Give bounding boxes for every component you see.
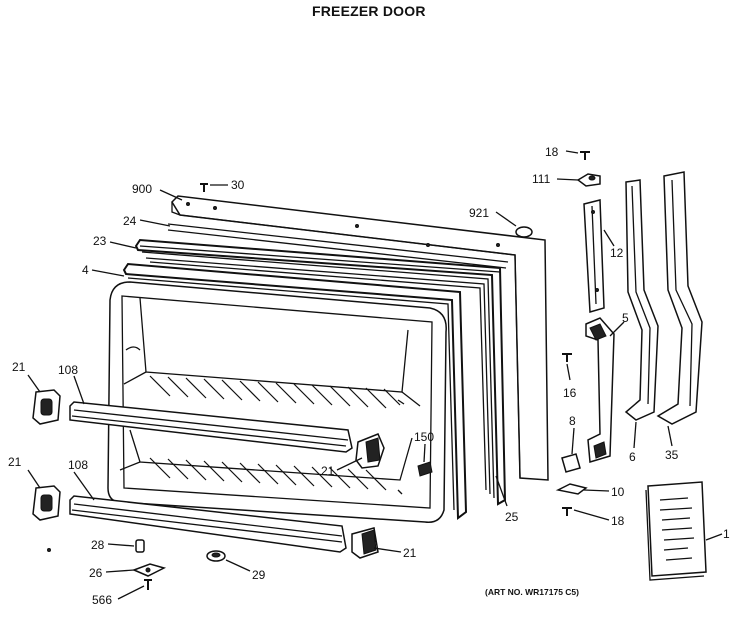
art-number: (ART NO. WR17175 C5) <box>485 587 579 597</box>
handle-35 <box>656 171 703 425</box>
screw-18-top <box>580 151 590 160</box>
callout-10: 10 <box>611 485 625 499</box>
callout-16: 16 <box>563 386 577 400</box>
callout-566: 566 <box>92 593 112 607</box>
callout-30: 30 <box>231 178 245 192</box>
hinge-pin-8 <box>561 453 581 473</box>
instruction-booklet-1 <box>645 481 707 581</box>
leader-lines <box>27 150 723 600</box>
hinge-pin-10 <box>555 483 588 495</box>
callout-1: 1 <box>723 527 730 541</box>
diagram-title: FREEZER DOOR <box>312 3 426 19</box>
door-gasket <box>134 238 507 506</box>
inner-door-frame <box>122 262 468 520</box>
callout-21-mid: 21 <box>321 464 335 478</box>
callout-150: 150 <box>414 430 434 444</box>
callout-108-upper: 108 <box>58 363 78 377</box>
callout-29: 29 <box>252 568 266 582</box>
end-cap-left-lower <box>32 485 61 521</box>
screw-18-bottom <box>562 507 572 516</box>
callout-21-right: 21 <box>403 546 417 560</box>
callout-18-top: 18 <box>545 145 559 159</box>
callout-108-lower: 108 <box>68 458 88 472</box>
callout-23: 23 <box>93 234 107 248</box>
upper-shelf-bar <box>69 401 353 453</box>
callout-8: 8 <box>569 414 576 428</box>
callout-21-left-lower: 21 <box>8 455 22 469</box>
bracket-26 <box>131 563 167 577</box>
end-cap-left-upper <box>32 389 61 425</box>
hinge-cover-111 <box>576 173 601 187</box>
callout-18-bottom: 18 <box>611 514 625 528</box>
grommet-29 <box>206 550 226 562</box>
screw-16 <box>562 353 572 362</box>
callout-5: 5 <box>622 311 629 325</box>
callout-labels: 30 900 24 23 4 921 18 111 12 5 16 8 10 1… <box>8 145 730 607</box>
lower-shelf-bar <box>69 495 347 553</box>
callout-24: 24 <box>123 214 137 228</box>
screw-566 <box>144 579 152 590</box>
callout-25: 25 <box>505 510 519 524</box>
cap-28 <box>135 539 145 553</box>
hinge-plate-12 <box>583 199 605 313</box>
callout-4: 4 <box>82 263 89 277</box>
callout-28: 28 <box>91 538 105 552</box>
handle-6 <box>624 179 659 421</box>
end-cap-right-lower <box>351 527 379 559</box>
callout-12: 12 <box>610 246 624 260</box>
callout-111: 111 <box>532 172 551 186</box>
callout-26: 26 <box>89 566 103 580</box>
foam-strip <box>167 223 509 269</box>
hinge-bracket-5 <box>585 317 615 463</box>
retainer-150 <box>417 461 433 477</box>
callout-35: 35 <box>665 448 679 462</box>
plug-921 <box>515 226 533 238</box>
outer-door-panel <box>171 195 549 481</box>
callout-900: 900 <box>132 182 152 196</box>
callout-6: 6 <box>629 450 636 464</box>
callout-921: 921 <box>469 206 489 220</box>
callout-21-left-upper: 21 <box>12 360 26 374</box>
screw-30 <box>200 183 208 192</box>
end-cap-right-upper <box>355 433 385 469</box>
door-liner <box>107 281 447 523</box>
